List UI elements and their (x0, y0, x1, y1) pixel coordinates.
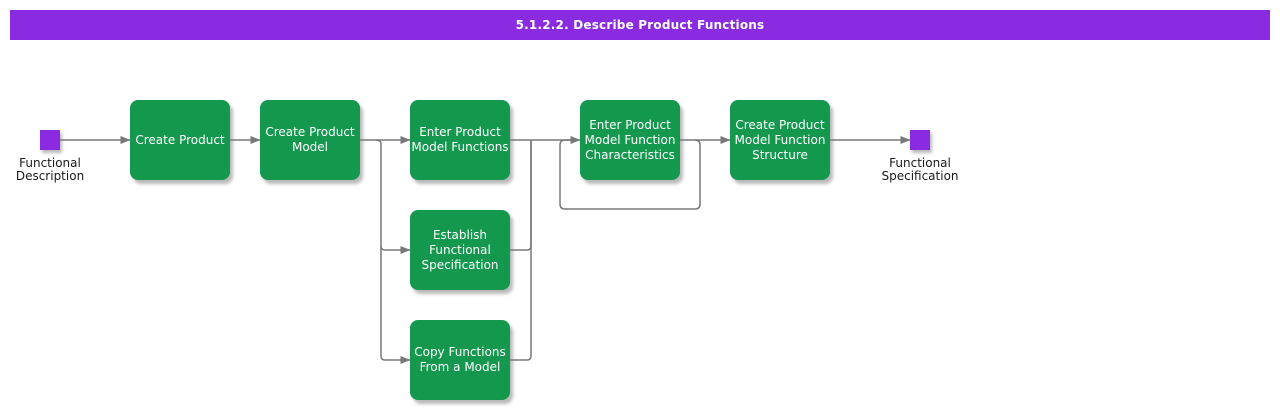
connector-establish-merge (510, 140, 532, 251)
task-create-product-model-function-structure[interactable]: Create Product Model Function Structure (730, 100, 830, 180)
task-copy-functions-from-a-model[interactable]: Copy Functions From a Model (410, 320, 510, 400)
end-node-label: Functional Specification (881, 156, 959, 183)
connector-characteristics-feedback-loop (559, 139, 701, 210)
diagram-title-bar: 5.1.2.2. Describe Product Functions (10, 10, 1270, 40)
task-enter-product-model-functions[interactable]: Enter Product Model Functions (410, 100, 510, 180)
diagram-title: 5.1.2.2. Describe Product Functions (515, 18, 765, 32)
start-node-label: Functional Description (15, 156, 85, 183)
connector-copy-functions-merge (510, 140, 532, 361)
connector-branch-to-copy-functions (375, 139, 411, 364)
task-establish-functional-specification[interactable]: Establish Functional Specification (410, 210, 510, 290)
task-enter-product-model-function-characteristics[interactable]: Enter Product Model Function Characteris… (580, 100, 680, 180)
task-create-product-model[interactable]: Create Product Model (260, 100, 360, 180)
connector-branch-to-establish (380, 245, 411, 254)
task-create-product[interactable]: Create Product (130, 100, 230, 180)
end-node[interactable] (910, 130, 930, 150)
start-node[interactable] (40, 130, 60, 150)
